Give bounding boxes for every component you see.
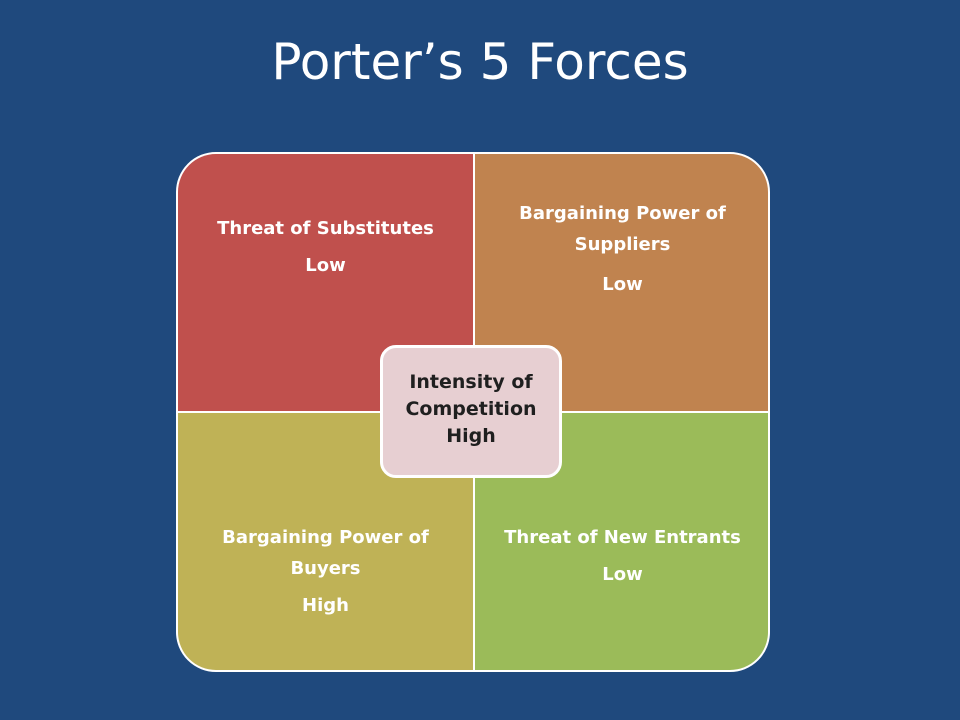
suppliers-label: Bargaining Power of Suppliers bbox=[519, 203, 726, 255]
new-entrants-value: Low bbox=[602, 564, 643, 585]
buyers-label: Bargaining Power of Buyers bbox=[222, 527, 429, 579]
buyers-value: High bbox=[302, 595, 349, 616]
center-value: High bbox=[446, 425, 496, 447]
center-label: Intensity of Competition bbox=[405, 371, 537, 420]
substitutes-value: Low bbox=[305, 255, 346, 276]
forces-grid: Threat of Substitutes Low Bargaining Pow… bbox=[176, 152, 770, 672]
center-intensity-box: Intensity of Competition High bbox=[380, 345, 562, 478]
slide-title: Porter’s 5 Forces bbox=[271, 33, 689, 91]
substitutes-label: Threat of Substitutes bbox=[217, 218, 434, 239]
new-entrants-label: Threat of New Entrants bbox=[504, 527, 741, 548]
suppliers-value: Low bbox=[602, 274, 643, 295]
quadrant-bargaining-power-of-buyers: Bargaining Power of Buyers High bbox=[178, 413, 473, 670]
